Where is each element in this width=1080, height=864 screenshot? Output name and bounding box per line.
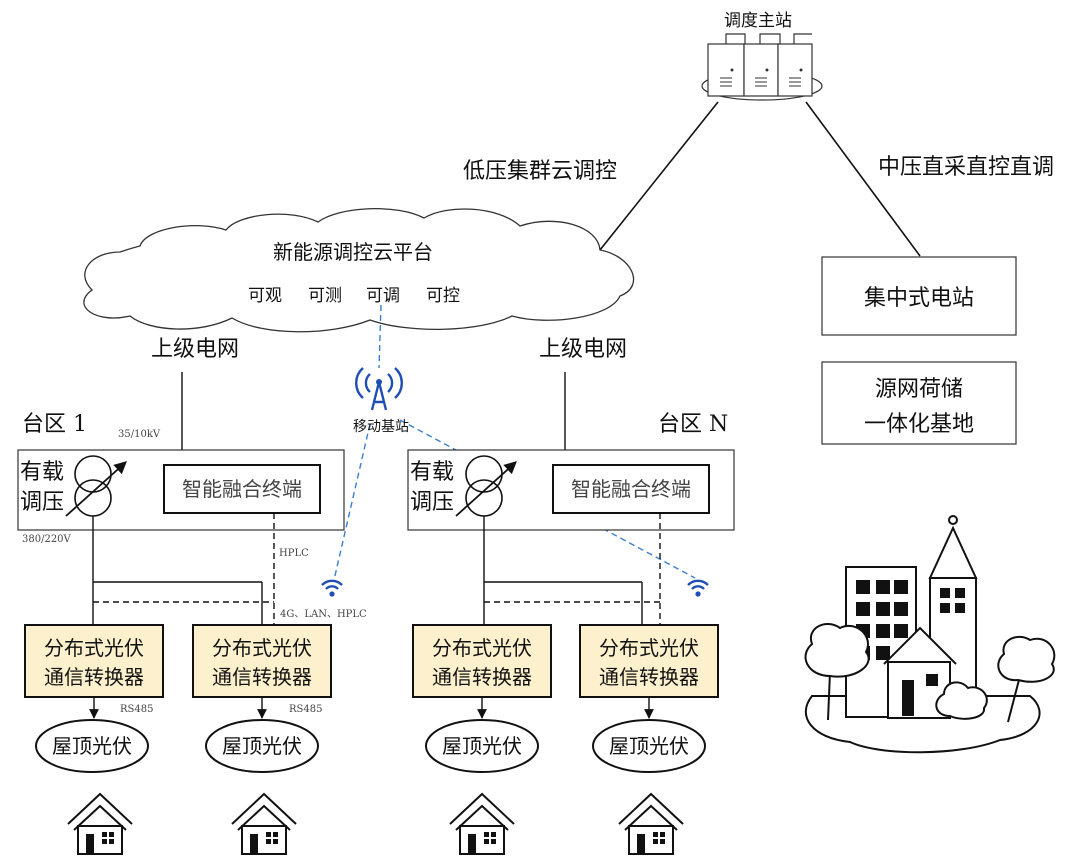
district-1-terminal-label: 智能融合终端 <box>182 477 302 501</box>
low-voltage-link <box>599 101 719 251</box>
rooftop-pv-2-label: 屋顶光伏 <box>222 734 302 758</box>
converter-2-line2: 通信转换器 <box>212 665 312 689</box>
rooftop-pv-3-label: 屋顶光伏 <box>442 734 522 758</box>
rs485-label-1: RS485 <box>120 704 153 715</box>
district-1-voltage-high: 35/10kV <box>118 429 161 440</box>
integrated-base-box <box>821 361 1017 445</box>
rooftop-pv-1: 屋顶光伏 <box>35 719 149 773</box>
converter-4-line2: 通信转换器 <box>599 665 699 689</box>
district-1-comm-label: 4G、LAN、HPLC <box>280 609 367 620</box>
converter-4-line1: 分布式光伏 <box>599 636 699 660</box>
cloud-title: 新能源调控云平台 <box>273 240 433 264</box>
converter-1-line2: 通信转换器 <box>44 665 144 689</box>
integrated-base-line2: 一体化基地 <box>864 412 974 437</box>
district-1-transformer-line1: 有载 <box>20 460 64 485</box>
medium-voltage-link <box>805 101 921 257</box>
converter-3-line2: 通信转换器 <box>432 665 532 689</box>
central-station-label: 集中式电站 <box>864 286 974 311</box>
cloud-function-measure: 可测 <box>308 286 342 306</box>
basestation-districtn-link <box>399 419 696 579</box>
low-voltage-link-label: 低压集群云调控 <box>463 159 617 184</box>
central-station-box <box>821 256 1017 336</box>
converter-2: 分布式光伏 通信转换器 <box>192 624 332 698</box>
rooftop-pv-4: 屋顶光伏 <box>592 719 706 773</box>
upper-grid-right-label: 上级电网 <box>539 337 627 362</box>
rooftop-pv-2: 屋顶光伏 <box>205 719 319 773</box>
district-1-transformer-line2: 调压 <box>20 490 64 515</box>
converter-3-line1: 分布式光伏 <box>432 636 532 660</box>
district-n-terminal-box <box>552 464 710 514</box>
district-1: 台区 1 35/10kV 有载 调压 智能融合终端 380/220V HPLC … <box>17 412 367 625</box>
rooftop-pv-1-label: 屋顶光伏 <box>52 734 132 758</box>
cloud-function-observe: 可观 <box>248 286 282 306</box>
integrated-base-line1: 源网荷储 <box>875 377 963 402</box>
base-station-label: 移动基站 <box>353 418 409 435</box>
antenna-icon <box>355 367 403 411</box>
converter-1: 分布式光伏 通信转换器 <box>24 624 164 698</box>
converter-3: 分布式光伏 通信转换器 <box>412 624 552 698</box>
district-1-voltage-low: 380/220V <box>22 534 72 545</box>
converter-1-line1: 分布式光伏 <box>44 636 144 660</box>
district-n: 台区 N 有载 调压 智能融合终端 <box>407 412 735 625</box>
rooftop-pv-3: 屋顶光伏 <box>425 719 539 773</box>
district-n-label: 台区 N <box>658 412 728 437</box>
city-icon <box>804 515 1056 754</box>
district-n-terminal-label: 智能融合终端 <box>571 477 691 501</box>
house-icon <box>618 793 684 855</box>
converter-2-line1: 分布式光伏 <box>212 636 312 660</box>
converter-4: 分布式光伏 通信转换器 <box>579 624 719 698</box>
dispatch-station: 调度主站 <box>701 11 823 101</box>
district-1-terminal-box <box>163 464 321 514</box>
medium-voltage-link-label: 中压直采直控直调 <box>878 155 1054 180</box>
wifi-icon <box>320 579 344 598</box>
district-n-transformer-line1: 有载 <box>410 460 454 485</box>
house-icon <box>67 793 133 855</box>
basestation-district1-link <box>333 423 371 581</box>
cloud-basestation-link <box>378 304 382 369</box>
rs485-label-2: RS485 <box>289 704 322 715</box>
district-1-label: 台区 1 <box>22 412 87 437</box>
house-icon <box>231 793 297 855</box>
wifi-icon <box>686 579 710 598</box>
rooftop-pv-4-label: 屋顶光伏 <box>609 734 689 758</box>
server-icon <box>707 33 813 97</box>
cloud-platform: 新能源调控云平台 可观 可测 可调 可控 <box>83 207 635 333</box>
cloud-function-adjust: 可调 <box>366 286 400 306</box>
district-1-hplc-label: HPLC <box>279 548 309 559</box>
dispatch-station-label: 调度主站 <box>724 11 792 31</box>
upper-grid-left-label: 上级电网 <box>151 337 239 362</box>
house-icon <box>449 793 515 855</box>
district-n-transformer-line2: 调压 <box>410 490 454 515</box>
cloud-function-control: 可控 <box>426 286 460 306</box>
